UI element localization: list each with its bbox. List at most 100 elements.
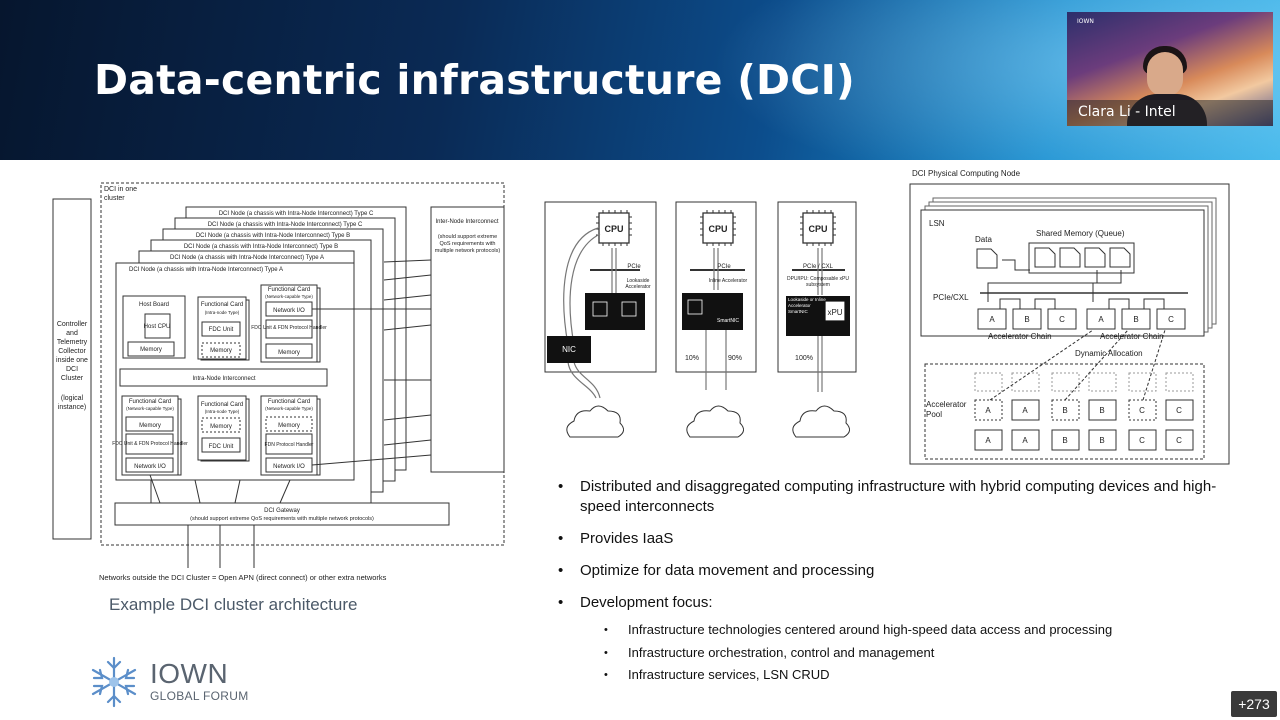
fdn-handler-label: FDN Protocol Handler	[265, 442, 314, 448]
node-type-label: DCI Node (a chassis with Intra-Node Inte…	[219, 211, 374, 217]
chain-slot: B	[1133, 315, 1138, 324]
node-type-label: DCI Node (a chassis with Intra-Node Inte…	[208, 222, 363, 228]
inline-label: Inline Accelerator	[708, 278, 748, 284]
sub-bullet-item: Infrastructure services, LSN CRUD	[556, 666, 1236, 684]
lsn-label: LSN	[929, 219, 945, 228]
inter-node-box	[430, 206, 505, 473]
fdc-unit-label: FDC Unit	[209, 444, 234, 450]
accelerator-chain-label: Accelerator Chain	[1100, 332, 1164, 341]
memory-label: Memory	[278, 423, 300, 429]
pool-slot: C	[1139, 436, 1145, 445]
slide-title: Data-centric infrastructure (DCI)	[94, 56, 855, 104]
smartnic-label: SmartNIC	[717, 318, 739, 324]
memory-label: Memory	[278, 350, 300, 356]
chain-slot: B	[1024, 315, 1029, 324]
physical-node-title: DCI Physical Computing Node	[912, 169, 1021, 178]
networks-outside-label: Networks outside the DCI Cluster = Open …	[99, 573, 387, 582]
host-cpu-label: Host CPU	[144, 324, 171, 330]
node-type-label: DCI Node (a chassis with Intra-Node Inte…	[170, 255, 324, 261]
cpu-label: CPU	[708, 224, 727, 234]
shared-memory-label: Shared Memory (Queue)	[1036, 229, 1125, 238]
xpu-label: xPU	[827, 308, 842, 317]
host-board-label: Host Board	[139, 302, 169, 308]
dynamic-allocation-label: Dynamic Allocation	[1075, 349, 1143, 358]
pool-slot: A	[985, 406, 991, 415]
logo-subtitle: GLOBAL FORUM	[150, 689, 249, 703]
bullet-item: Provides IaaS	[556, 529, 1236, 549]
more-participants-button[interactable]: +273	[1231, 691, 1277, 717]
accelerator-chain-label: Accelerator Chain	[988, 332, 1052, 341]
lookaside-inline-label: Lookaside or Inline Accelerator SmartNIC	[788, 297, 826, 314]
iown-video-logo: IOWN	[1077, 18, 1094, 25]
controller-note: (logical instance)	[57, 395, 87, 411]
diagram-caption: Example DCI cluster architecture	[109, 595, 358, 614]
pool-slot: C	[1139, 406, 1145, 415]
bullet-list: Distributed and disaggregated computing …	[556, 477, 1236, 689]
sub-bullet-item: Infrastructure technologies centered aro…	[556, 621, 1236, 639]
memory-label: Memory	[210, 424, 232, 430]
percent-100: 100%	[795, 355, 813, 362]
lookaside-label: Lookaside Accelerator	[625, 278, 651, 290]
controller-box	[52, 198, 92, 540]
participant-face	[1147, 52, 1183, 96]
video-thumbnail[interactable]: IOWN Clara Li - Intel	[1067, 12, 1273, 126]
functional-card-label: Functional Card	[268, 399, 310, 405]
chain-slot: C	[1168, 315, 1174, 324]
functional-card-label: Functional Card	[268, 287, 310, 293]
cluster-label: DCI in one cluster	[104, 186, 138, 202]
pcie-cxl-label: PCIe/CXL	[933, 293, 969, 302]
chain-slot: C	[1059, 315, 1065, 324]
gateway-note: (should support extreme QoS requirements…	[190, 516, 374, 522]
fc-network-label: (Network-capable Type)	[126, 406, 174, 411]
fdc-fdn-label: FDC Unit & FDN Protocol Handler	[251, 325, 327, 331]
node-type-label: DCI Node (a chassis with Intra-Node Inte…	[196, 233, 350, 239]
data-label: Data	[975, 235, 992, 244]
accelerator-pool-label: Accelerator Pool	[926, 400, 967, 419]
sub-bullet-list: Infrastructure technologies centered aro…	[556, 621, 1236, 684]
bullet-item: Optimize for data movement and processin…	[556, 561, 1236, 581]
chain-slot: A	[989, 315, 995, 324]
fc-network-label: (Network-capable Type)	[265, 406, 313, 411]
fdc-fdn-label: FDC Unit & FDN Protocol Handler	[112, 441, 188, 447]
composable-label: DPU/IPU: Composable xPU subsystem	[787, 276, 849, 288]
network-io-label: Network I/O	[273, 464, 305, 470]
controller-label: Controller and Telemetry Collector insid…	[56, 321, 88, 382]
pcie-cxl-label: PCIe / CXL	[803, 264, 834, 270]
pool-slot: C	[1176, 436, 1182, 445]
node-type-label: DCI Node (a chassis with Intra-Node Inte…	[129, 267, 283, 273]
inter-node-label: Inter-Node Interconnect	[435, 219, 498, 225]
pool-slot: A	[1022, 406, 1028, 415]
percent-10: 10%	[685, 355, 699, 362]
pool-slot: B	[1062, 406, 1067, 415]
memory-label: Memory	[210, 348, 232, 354]
cluster-boundary	[100, 182, 505, 546]
pool-slot: A	[1022, 436, 1028, 445]
percent-90: 90%	[728, 355, 742, 362]
participant-name: Clara Li - Intel	[1067, 100, 1273, 126]
pool-slot: B	[1062, 436, 1067, 445]
functional-card-label: Functional Card	[129, 399, 171, 405]
fc-intra-label: (Intra-node Type)	[205, 310, 240, 315]
pcie-label: PCIe	[627, 264, 641, 270]
network-io-label: Network I/O	[273, 308, 305, 314]
sub-bullet-item: Infrastructure orchestration, control an…	[556, 644, 1236, 662]
nic-label: NIC	[562, 345, 576, 354]
fc-intra-label: (Intra-node Type)	[205, 409, 240, 414]
intra-node-label: Intra-Node Interconnect	[192, 376, 255, 382]
cpu-label: CPU	[604, 224, 623, 234]
pcie-label: PCIe	[717, 264, 731, 270]
functional-card-label: Functional Card	[201, 402, 243, 408]
fc-network-label: (Network-capable Type)	[265, 294, 313, 299]
network-io-label: Network I/O	[134, 464, 166, 470]
node-type-label: DCI Node (a chassis with Intra-Node Inte…	[184, 244, 338, 250]
chain-slot: A	[1098, 315, 1104, 324]
snowflake-icon	[91, 656, 137, 708]
pool-slot: C	[1176, 406, 1182, 415]
iown-logo: IOWN GLOBAL FORUM	[86, 654, 266, 710]
pool-slot: B	[1099, 406, 1104, 415]
functional-card-label: Functional Card	[201, 302, 243, 308]
bullet-item: Development focus:	[556, 593, 1236, 613]
bullet-item: Distributed and disaggregated computing …	[556, 477, 1236, 517]
